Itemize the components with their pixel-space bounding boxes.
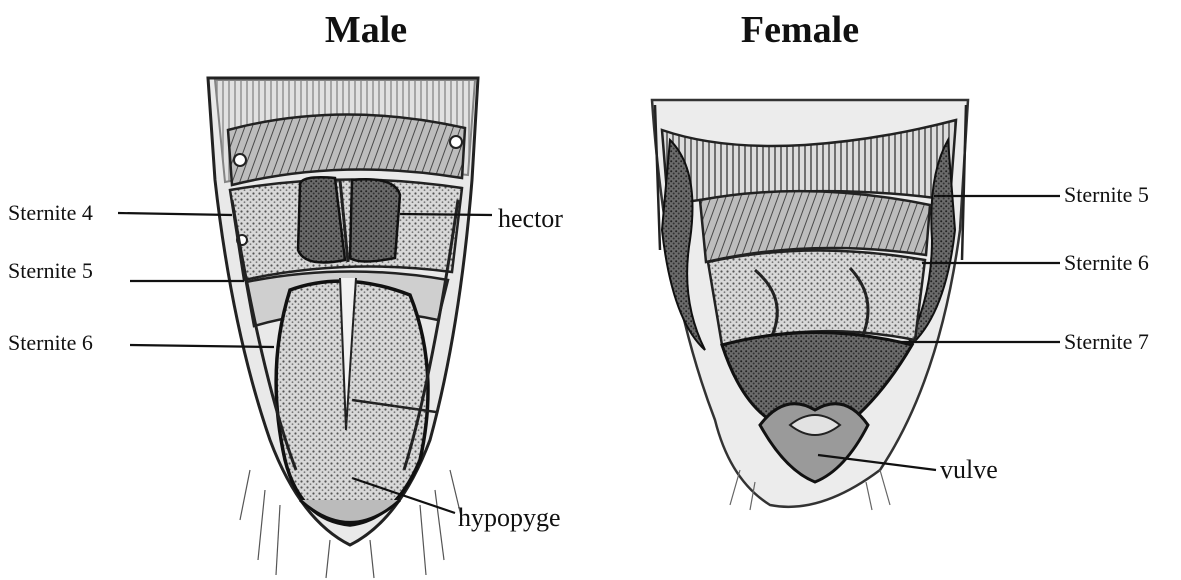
female-label-sternite-6: Sternite 6: [1064, 250, 1149, 275]
male-label-sternite-5: Sternite 5: [8, 258, 93, 283]
male-leader-hector: [400, 214, 492, 215]
male-title: Male: [325, 9, 407, 51]
male-label-hypopyge: hypopyge: [458, 503, 561, 532]
female-label-sternite-5: Sternite 5: [1064, 182, 1149, 207]
male-leader-sternite-4: [118, 213, 232, 215]
male-label-sternite-6: Sternite 6: [8, 330, 93, 355]
female-abdomen-illustration: [652, 100, 968, 510]
male-label-sternite-4: Sternite 4: [8, 200, 93, 225]
male-label-hector: hector: [498, 204, 563, 233]
female-label-sternite-7: Sternite 7: [1064, 329, 1149, 354]
male-abdomen-illustration: [208, 78, 478, 578]
female-label-vulve: vulve: [940, 455, 998, 484]
female-title: Female: [741, 9, 859, 51]
